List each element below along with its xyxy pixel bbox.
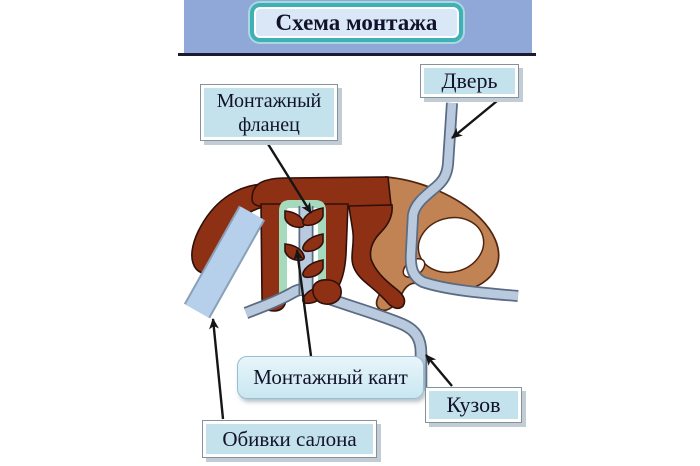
label-mounting-flange: Монтажный фланец [200,84,338,141]
carrier-arm [348,204,406,310]
label-body: Кузов [425,387,522,423]
label-mounting-welt: Монтажный кант [237,356,424,399]
door-panel-strip [406,102,519,301]
grip-fin [284,210,305,229]
arrow-door [451,100,498,139]
arrow-mounting-welt [293,249,313,357]
bulb-hollow [417,216,485,274]
header-divider [178,53,536,56]
arrow-body [425,354,453,387]
label-interior-trim: Обивки салона [202,420,377,458]
arrow-mounting-flange [266,143,313,214]
carrier-bottom-lip [312,279,342,305]
label-mounting-flange-line2: фланец [238,113,300,136]
trim-panel [185,206,264,318]
page-title: Схема монтажа [250,3,463,42]
carrier-top-band [251,176,392,208]
label-mounting-flange-line1: Монтажный [216,89,322,112]
grip-fin [302,259,324,279]
grip-fin [302,233,324,253]
arrow-trim [209,318,225,420]
label-door: Дверь [420,64,519,98]
